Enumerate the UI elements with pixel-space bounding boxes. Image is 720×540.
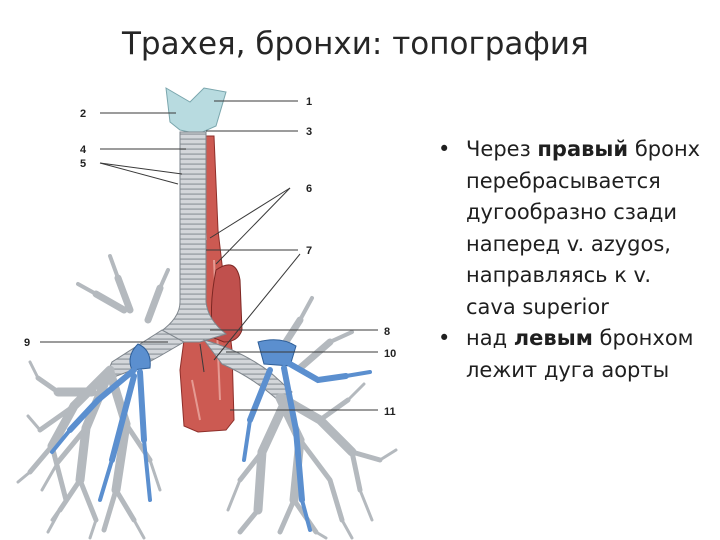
larynx-cartilage xyxy=(165,87,227,135)
bullet-text: наперед v. azygos, xyxy=(466,231,671,256)
bullet-text: cava superior xyxy=(466,294,609,319)
bullet-list: • Через правый бронх перебрасывается дуг… xyxy=(436,134,720,386)
bullet-text: бронх xyxy=(628,137,701,161)
figure-label-5: 5 xyxy=(80,158,86,170)
figure-label-11: 11 xyxy=(384,406,396,418)
figure-label-2: 2 xyxy=(80,108,86,120)
bullet-text: над xyxy=(466,326,514,350)
figure-label-7: 7 xyxy=(306,245,312,257)
bullet-text: бронхом xyxy=(592,326,694,350)
bullet-item-aortic-arch: • над левым бронхом лежит дуга аорты xyxy=(436,323,720,386)
trachea xyxy=(159,131,228,343)
bullet-text: дугообразно сзади xyxy=(466,200,677,224)
bullet-emphasis: правый xyxy=(537,137,629,161)
bullet-item-azygos: • Через правый бронх перебрасывается дуг… xyxy=(436,134,720,323)
bullet-text: лежит дуга аорты xyxy=(466,357,670,382)
figure-label-9: 9 xyxy=(24,337,30,349)
bronchial-tree xyxy=(16,360,398,540)
bullet-marker: • xyxy=(438,137,451,161)
bullet-emphasis: левым xyxy=(513,326,593,350)
anatomy-illustration: 1 2 3 4 5 6 7 8 9 10 11 xyxy=(16,87,398,540)
figure-label-3: 3 xyxy=(306,126,312,138)
bullet-marker: • xyxy=(438,326,451,350)
figure-label-4: 4 xyxy=(80,144,87,156)
bullet-text: Через xyxy=(466,137,538,161)
bullet-text: направляясь к v. xyxy=(466,263,652,287)
page-title: Трахея, бронхи: топография xyxy=(122,26,589,62)
figure-label-1: 1 xyxy=(306,96,312,108)
leader-lines xyxy=(40,100,378,411)
figure-label-8: 8 xyxy=(384,326,390,338)
aortic-arch xyxy=(210,264,243,343)
figure-label-6: 6 xyxy=(306,183,312,195)
bullet-text: перебрасывается xyxy=(466,168,661,193)
figure-label-10: 10 xyxy=(384,348,396,360)
